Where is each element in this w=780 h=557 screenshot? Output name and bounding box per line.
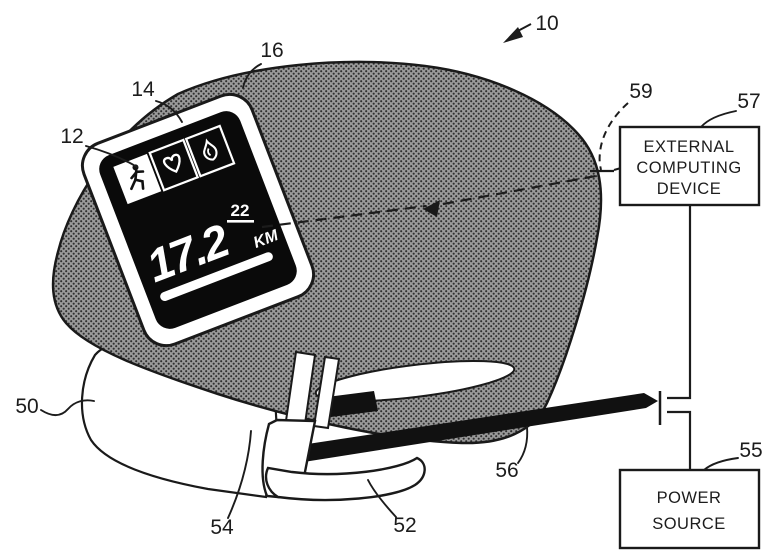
ref-54-label: 54 (210, 516, 234, 539)
ref-57-leader (700, 110, 737, 128)
ref-57-label: 57 (737, 90, 760, 113)
external-device-line2: COMPUTING (636, 159, 741, 177)
ref-56-label: 56 (495, 459, 518, 482)
ref-12-leader (85, 145, 138, 168)
ref-54-leader (227, 430, 252, 519)
power-source-line1: POWER (657, 489, 722, 507)
watch-head: 17.2 KM (80, 92, 316, 348)
wireless-link-arrowhead (423, 200, 440, 217)
wireless-link-dashed-line2 (442, 174, 597, 206)
ref-16-leader (242, 63, 262, 89)
ref-14-leader (155, 100, 183, 123)
ref-56-leader (517, 426, 529, 464)
ref-22-underline (227, 220, 254, 223)
flame-icon-tile (184, 124, 236, 178)
running-figure-icon (130, 164, 145, 191)
ref-50-leader (40, 399, 95, 417)
device-to-junction-line (667, 205, 692, 400)
power-source-box (618, 468, 761, 550)
ref-52-label: 52 (393, 514, 416, 537)
charging-cable (268, 393, 658, 467)
ref-10-label: 10 (535, 12, 558, 35)
flame-icon (203, 138, 218, 161)
ref-12-label: 12 (60, 125, 83, 148)
dock-base (264, 456, 426, 502)
external-computing-device-box (618, 125, 761, 207)
distance-underline (160, 252, 273, 302)
ref-55-leader (703, 457, 739, 471)
external-device-line3: DEVICE (657, 180, 721, 198)
heart-icon-tile (148, 138, 200, 192)
power-source-line2: SOURCE (652, 515, 726, 533)
ref-10-arrowhead (503, 27, 523, 43)
ref-55-label: 55 (739, 439, 762, 462)
external-device-line1: EXTERNAL (643, 138, 734, 156)
ref-59-label: 59 (629, 80, 652, 103)
charging-contact (327, 391, 378, 417)
ref-14-label: 14 (131, 78, 155, 101)
ref-22-label: 22 (231, 201, 250, 220)
wireless-link-dashed-line (261, 204, 427, 229)
ref-16-label: 16 (260, 39, 283, 62)
ref-52-leader (367, 479, 397, 518)
dock-arm-highlight (312, 355, 341, 430)
band-opening (314, 359, 516, 403)
heart-icon (162, 153, 181, 174)
power-to-junction-line (667, 410, 692, 470)
ref-50-label: 50 (15, 395, 38, 418)
